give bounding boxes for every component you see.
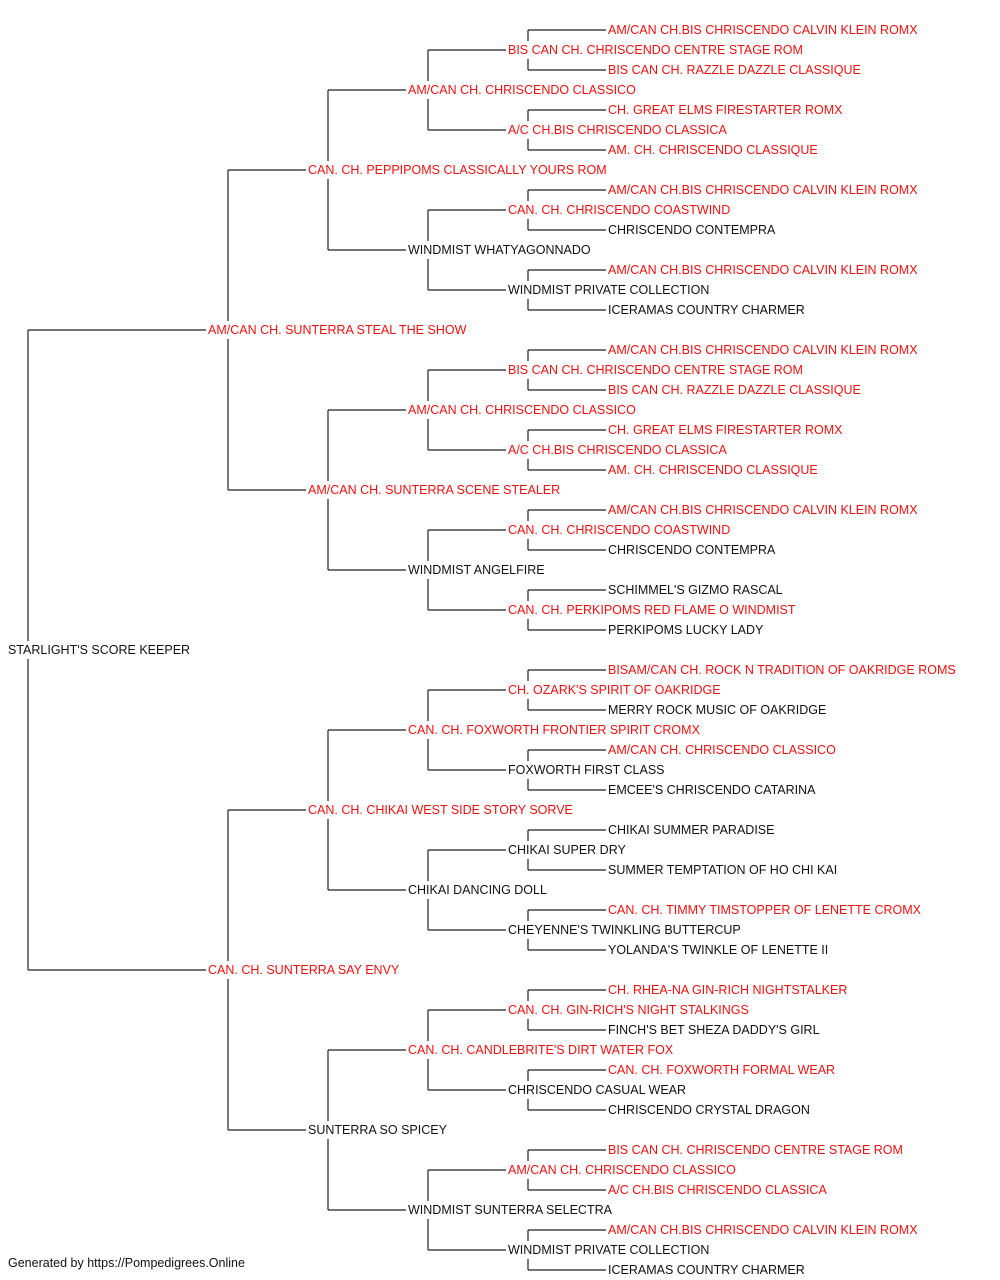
dam-name: BIS CAN CH. RAZZLE DAZZLE CLASSIQUE [608, 63, 861, 77]
sire-name: CAN. CH. TIMMY TIMSTOPPER OF LENETTE CRO… [608, 903, 922, 917]
dam-name: FINCH'S BET SHEZA DADDY'S GIRL [608, 1023, 820, 1037]
dam-name: CHRISCENDO CONTEMPRA [608, 223, 776, 237]
dam-name: CAN. CH. SUNTERRA SAY ENVY [208, 963, 400, 977]
dam-name: YOLANDA'S TWINKLE OF LENETTE II [608, 943, 828, 957]
sire-name: CHIKAI SUPER DRY [508, 843, 627, 857]
dam-name: WINDMIST SUNTERRA SELECTRA [408, 1203, 613, 1217]
sire-name: AM/CAN CH.BIS CHRISCENDO CALVIN KLEIN RO… [608, 23, 918, 37]
dam-name: SUNTERRA SO SPICEY [308, 1123, 448, 1137]
sire-name: CHIKAI SUMMER PARADISE [608, 823, 774, 837]
sire-name: AM/CAN CH. CHRISCENDO CLASSICO [608, 743, 836, 757]
sire-name: CAN. CH. PEPPIPOMS CLASSICALLY YOURS ROM [308, 163, 607, 177]
sire-name: AM/CAN CH.BIS CHRISCENDO CALVIN KLEIN RO… [608, 343, 918, 357]
sire-name: CH. GREAT ELMS FIRESTARTER ROMX [608, 103, 843, 117]
sire-name: CAN. CH. CANDLEBRITE'S DIRT WATER FOX [408, 1043, 674, 1057]
dam-name: CHRISCENDO CRYSTAL DRAGON [608, 1103, 810, 1117]
sire-name: CAN. CH. FOXWORTH FRONTIER SPIRIT CROMX [408, 723, 701, 737]
dam-name: PERKIPOMS LUCKY LADY [608, 623, 764, 637]
sire-name: CH. GREAT ELMS FIRESTARTER ROMX [608, 423, 843, 437]
dam-name: FOXWORTH FIRST CLASS [508, 763, 665, 777]
dam-name: SUMMER TEMPTATION OF HO CHI KAI [608, 863, 837, 877]
sire-name: SCHIMMEL'S GIZMO RASCAL [608, 583, 783, 597]
dam-name: A/C CH.BIS CHRISCENDO CLASSICA [508, 443, 727, 457]
subject-name: STARLIGHT'S SCORE KEEPER [8, 643, 190, 657]
dam-name: WINDMIST PRIVATE COLLECTION [508, 1243, 709, 1257]
dam-name: MERRY ROCK MUSIC OF OAKRIDGE [608, 703, 826, 717]
dam-name: WINDMIST WHATYAGONNADO [408, 243, 591, 257]
sire-name: AM/CAN CH.BIS CHRISCENDO CALVIN KLEIN RO… [608, 183, 918, 197]
dam-name: BIS CAN CH. RAZZLE DAZZLE CLASSIQUE [608, 383, 861, 397]
sire-name: CAN. CH. CHIKAI WEST SIDE STORY SORVE [308, 803, 573, 817]
sire-name: CAN. CH. CHRISCENDO COASTWIND [508, 523, 730, 537]
sire-name: AM/CAN CH.BIS CHRISCENDO CALVIN KLEIN RO… [608, 263, 918, 277]
dam-name: CHRISCENDO CASUAL WEAR [508, 1083, 686, 1097]
sire-name: BISAM/CAN CH. ROCK N TRADITION OF OAKRID… [608, 663, 956, 677]
footer-credit: Generated by https://Pompedigrees.Online [8, 1256, 245, 1270]
dam-name: WINDMIST ANGELFIRE [408, 563, 545, 577]
dam-name: AM/CAN CH. SUNTERRA SCENE STEALER [308, 483, 560, 497]
sire-name: AM/CAN CH.BIS CHRISCENDO CALVIN KLEIN RO… [608, 1223, 918, 1237]
sire-name: AM/CAN CH. CHRISCENDO CLASSICO [408, 83, 636, 97]
sire-name: BIS CAN CH. CHRISCENDO CENTRE STAGE ROM [608, 1143, 903, 1157]
sire-name: CAN. CH. CHRISCENDO COASTWIND [508, 203, 730, 217]
dam-name: A/C CH.BIS CHRISCENDO CLASSICA [508, 123, 727, 137]
sire-name: AM/CAN CH. CHRISCENDO CLASSICO [508, 1163, 736, 1177]
sire-name: AM/CAN CH.BIS CHRISCENDO CALVIN KLEIN RO… [608, 503, 918, 517]
dam-name: AM. CH. CHRISCENDO CLASSIQUE [608, 463, 818, 477]
sire-name: BIS CAN CH. CHRISCENDO CENTRE STAGE ROM [508, 363, 803, 377]
dam-name: EMCEE'S CHRISCENDO CATARINA [608, 783, 816, 797]
dam-name: CHIKAI DANCING DOLL [408, 883, 547, 897]
dam-name: ICERAMAS COUNTRY CHARMER [608, 1263, 805, 1277]
sire-name: CH. RHEA-NA GIN-RICH NIGHTSTALKER [608, 983, 847, 997]
dam-name: CAN. CH. PERKIPOMS RED FLAME O WINDMIST [508, 603, 796, 617]
sire-name: AM/CAN CH. CHRISCENDO CLASSICO [408, 403, 636, 417]
sire-name: AM/CAN CH. SUNTERRA STEAL THE SHOW [208, 323, 467, 337]
dam-name: WINDMIST PRIVATE COLLECTION [508, 283, 709, 297]
dam-name: CHRISCENDO CONTEMPRA [608, 543, 776, 557]
dam-name: AM. CH. CHRISCENDO CLASSIQUE [608, 143, 818, 157]
sire-name: CAN. CH. GIN-RICH'S NIGHT STALKINGS [508, 1003, 749, 1017]
sire-name: CAN. CH. FOXWORTH FORMAL WEAR [608, 1063, 835, 1077]
dam-name: CHEYENNE'S TWINKLING BUTTERCUP [508, 923, 741, 937]
sire-name: BIS CAN CH. CHRISCENDO CENTRE STAGE ROM [508, 43, 803, 57]
dam-name: ICERAMAS COUNTRY CHARMER [608, 303, 805, 317]
sire-name: CH. OZARK'S SPIRIT OF OAKRIDGE [508, 683, 721, 697]
dam-name: A/C CH.BIS CHRISCENDO CLASSICA [608, 1183, 827, 1197]
